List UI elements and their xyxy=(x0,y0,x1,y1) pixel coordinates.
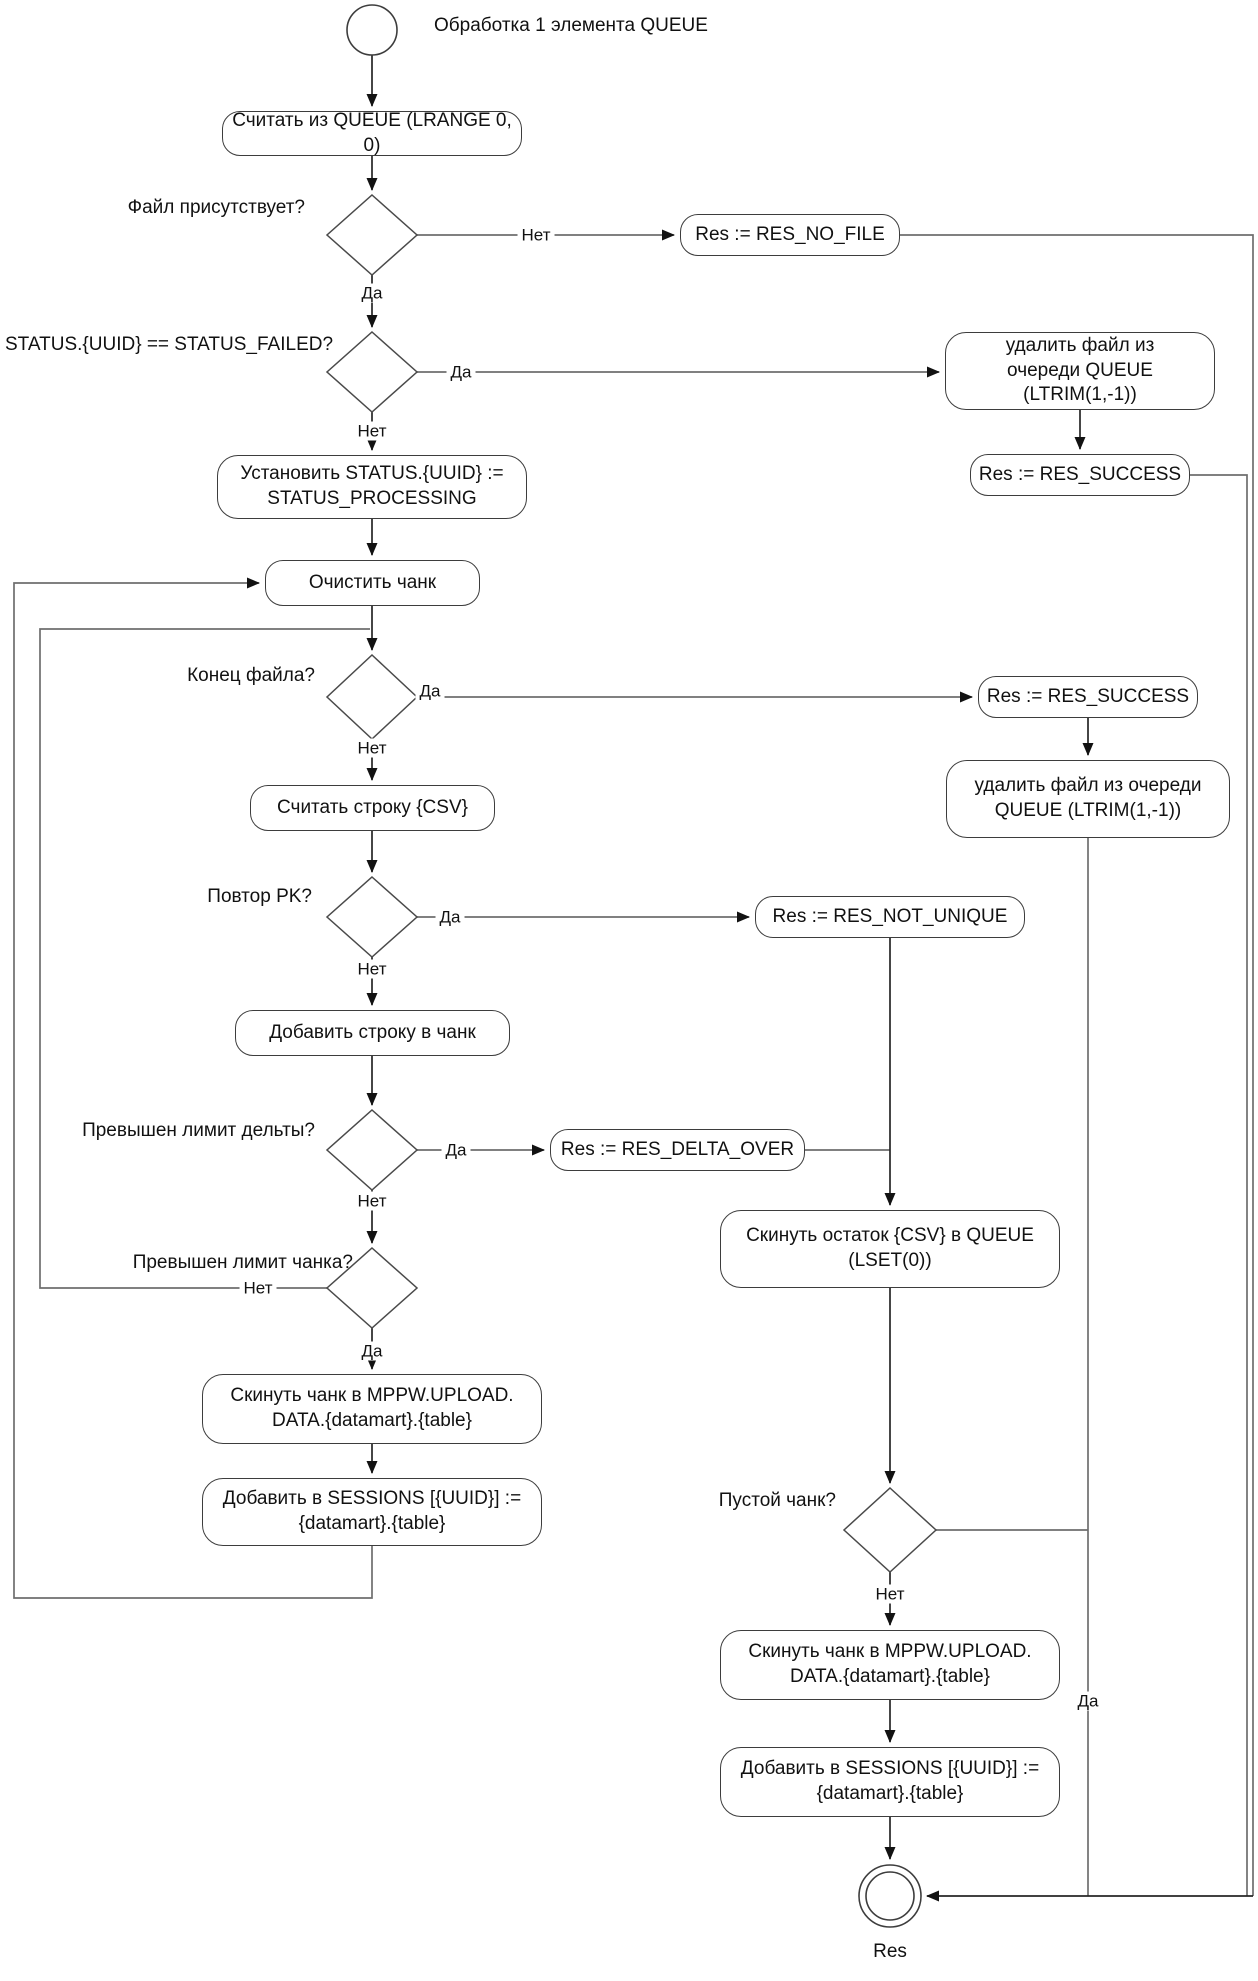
decision-delta-limit-label: Превышен лимит дельты? xyxy=(82,1120,315,1141)
routed-connectors xyxy=(13,229,1254,1896)
node-res-success-mid: Res := RES_SUCCESS xyxy=(978,676,1198,718)
decision-file-present-label: Файл присутствует? xyxy=(127,197,305,218)
node-res-not-unique: Res := RES_NOT_UNIQUE xyxy=(755,896,1025,938)
decision-chunk-limit-shape xyxy=(325,1246,419,1330)
node-add-sessions-right: Добавить в SESSIONS [{UUID}] := {datamar… xyxy=(720,1747,1060,1817)
edge-label-no-pk-repeat: Нет xyxy=(353,959,391,979)
end-node-inner xyxy=(865,1871,915,1921)
edge-label-no-end-of-file: Нет xyxy=(353,738,391,758)
node-res-no-file: Res := RES_NO_FILE xyxy=(680,214,900,256)
edge-label-no-status-failed: Нет xyxy=(353,421,391,441)
edge-label-yes-delta-limit: Да xyxy=(441,1140,471,1160)
edge-label-no-empty-chunk: Нет xyxy=(871,1584,909,1604)
node-res-success-top: Res := RES_SUCCESS xyxy=(970,454,1190,496)
node-remove-file-top: удалить файл из очереди QUEUE (LTRIM(1,-… xyxy=(945,332,1215,410)
decision-end-of-file-shape xyxy=(325,653,419,741)
node-set-status-processing: Установить STATUS.{UUID} := STATUS_PROCE… xyxy=(217,455,527,519)
edge-label-yes-status-failed: Да xyxy=(446,362,476,382)
node-read-line-csv: Считать строку {CSV} xyxy=(250,785,495,831)
node-flush-chunk-right: Скинуть чанк в MPPW.UPLOAD. DATA.{datama… xyxy=(720,1630,1060,1700)
node-add-line-to-chunk: Добавить строку в чанк xyxy=(235,1010,510,1056)
decision-chunk-limit-label: Превышен лимит чанка? xyxy=(132,1252,353,1273)
edge-label-no-delta-limit: Нет xyxy=(353,1191,391,1211)
node-read-queue: Считать из QUEUE (LRANGE 0, 0) xyxy=(222,110,522,156)
decision-pk-repeat-shape xyxy=(325,875,419,959)
direct-connectors xyxy=(366,55,1253,1902)
decision-empty-chunk-label: Пустой чанк? xyxy=(718,1490,836,1511)
decision-status-failed-shape xyxy=(325,330,419,414)
edge-label-no-chunk-limit: Нет xyxy=(239,1278,277,1298)
decision-empty-chunk-shape xyxy=(842,1486,938,1574)
decision-pk-repeat-label: Повтор PK? xyxy=(207,886,312,907)
node-flush-rest-csv: Скинуть остаток {CSV} в QUEUE (LSET(0)) xyxy=(720,1210,1060,1288)
decision-file-present-shape xyxy=(325,193,419,277)
node-clear-chunk: Очистить чанк xyxy=(265,560,480,606)
node-res-delta-over: Res := RES_DELTA_OVER xyxy=(550,1129,805,1171)
decision-end-of-file-label: Конец файла? xyxy=(187,665,315,686)
node-flush-chunk-left: Скинуть чанк в MPPW.UPLOAD. DATA.{datama… xyxy=(202,1374,542,1444)
edge-label-yes-pk-repeat: Да xyxy=(435,907,465,927)
edge-label-yes-file-present: Да xyxy=(357,283,387,303)
edge-label-yes-empty-chunk: Да xyxy=(1073,1691,1103,1711)
edge-label-no-file-present: Нет xyxy=(517,225,555,245)
edge-label-yes-chunk-limit: Да xyxy=(357,1341,387,1361)
start-node xyxy=(346,4,398,56)
node-remove-file-mid: удалить файл из очереди QUEUE (LTRIM(1,-… xyxy=(946,760,1230,838)
node-add-sessions-left: Добавить в SESSIONS [{UUID}] := {datamar… xyxy=(202,1478,542,1546)
end-node-label: Res xyxy=(873,1941,907,1962)
diagram-title: Обработка 1 элемента QUEUE xyxy=(434,15,708,36)
decision-status-failed-label: STATUS.{UUID} == STATUS_FAILED? xyxy=(5,334,334,355)
edge-label-yes-end-of-file: Да xyxy=(415,681,445,701)
decision-delta-limit-shape xyxy=(325,1108,419,1192)
